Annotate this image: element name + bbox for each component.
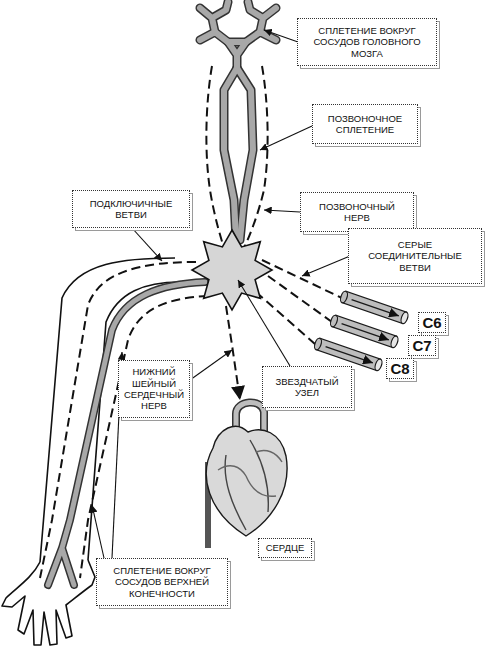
callout-box: СПЛЕТЕНИЕ ВОКРУГ СОСУДОВ ГОЛОВНОГО МОЗГА <box>297 18 437 66</box>
stellate-ganglion <box>192 230 272 310</box>
label-text: C8 <box>390 361 409 376</box>
label-text: C7 <box>412 338 431 353</box>
label-text: НИЖНИЙ ШЕЙНЫЙ СЕРДЕЧНЫЙ НЕРВ <box>123 366 185 412</box>
callout-box: ЗВЕЗДЧАТЫЙ УЗЕЛ <box>262 366 352 408</box>
callout-box: СЕРЫЕ СОЕДИНИТЕЛЬНЫЕ ВЕТВИ <box>348 228 482 284</box>
nerve-plexus <box>40 66 342 578</box>
callout-box: ПОДКЛЮЧИЧНЫЕ ВЕТВИ <box>72 190 190 228</box>
brain-vessels <box>200 2 276 240</box>
label-text: ПОДКЛЮЧИЧНЫЕ ВЕТВИ <box>77 198 185 221</box>
heart-illustration <box>206 402 287 548</box>
label-text: СПЛЕТЕНИЕ ВОКРУГ СОСУДОВ ГОЛОВНОГО МОЗГА <box>302 25 432 59</box>
segment-label: C7 <box>408 335 436 356</box>
callout-box: СПЛЕТЕНИЕ ВОКРУГ СОСУДОВ ВЕРХНЕЙ КОНЕЧНО… <box>96 558 228 606</box>
arm-vessel <box>48 282 205 585</box>
label-text: СПЛЕТЕНИЕ ВОКРУГ СОСУДОВ ВЕРХНЕЙ КОНЕЧНО… <box>101 565 223 599</box>
callout-box: СЕРДЦЕ <box>258 538 312 558</box>
segment-label: C6 <box>418 312 446 333</box>
label-text: ПОЗВОНОЧНЫЙ НЕРВ <box>305 201 409 224</box>
label-text: СЕРДЦЕ <box>266 542 305 553</box>
segment-label: C8 <box>386 358 414 379</box>
label-text: ЗВЕЗДЧАТЫЙ УЗЕЛ <box>267 376 347 399</box>
callout-box: ПОЗВОНОЧНОЕ СПЛЕТЕНИЕ <box>312 104 418 144</box>
callout-box: ПОЗВОНОЧНЫЙ НЕРВ <box>300 192 414 232</box>
label-text: ПОЗВОНОЧНОЕ СПЛЕТЕНИЕ <box>317 113 413 136</box>
label-text: СЕРЫЕ СОЕДИНИТЕЛЬНЫЕ ВЕТВИ <box>353 239 477 273</box>
star-shape <box>192 230 272 310</box>
callout-box: НИЖНИЙ ШЕЙНЫЙ СЕРДЕЧНЫЙ НЕРВ <box>118 360 190 418</box>
label-text: C6 <box>422 315 441 330</box>
